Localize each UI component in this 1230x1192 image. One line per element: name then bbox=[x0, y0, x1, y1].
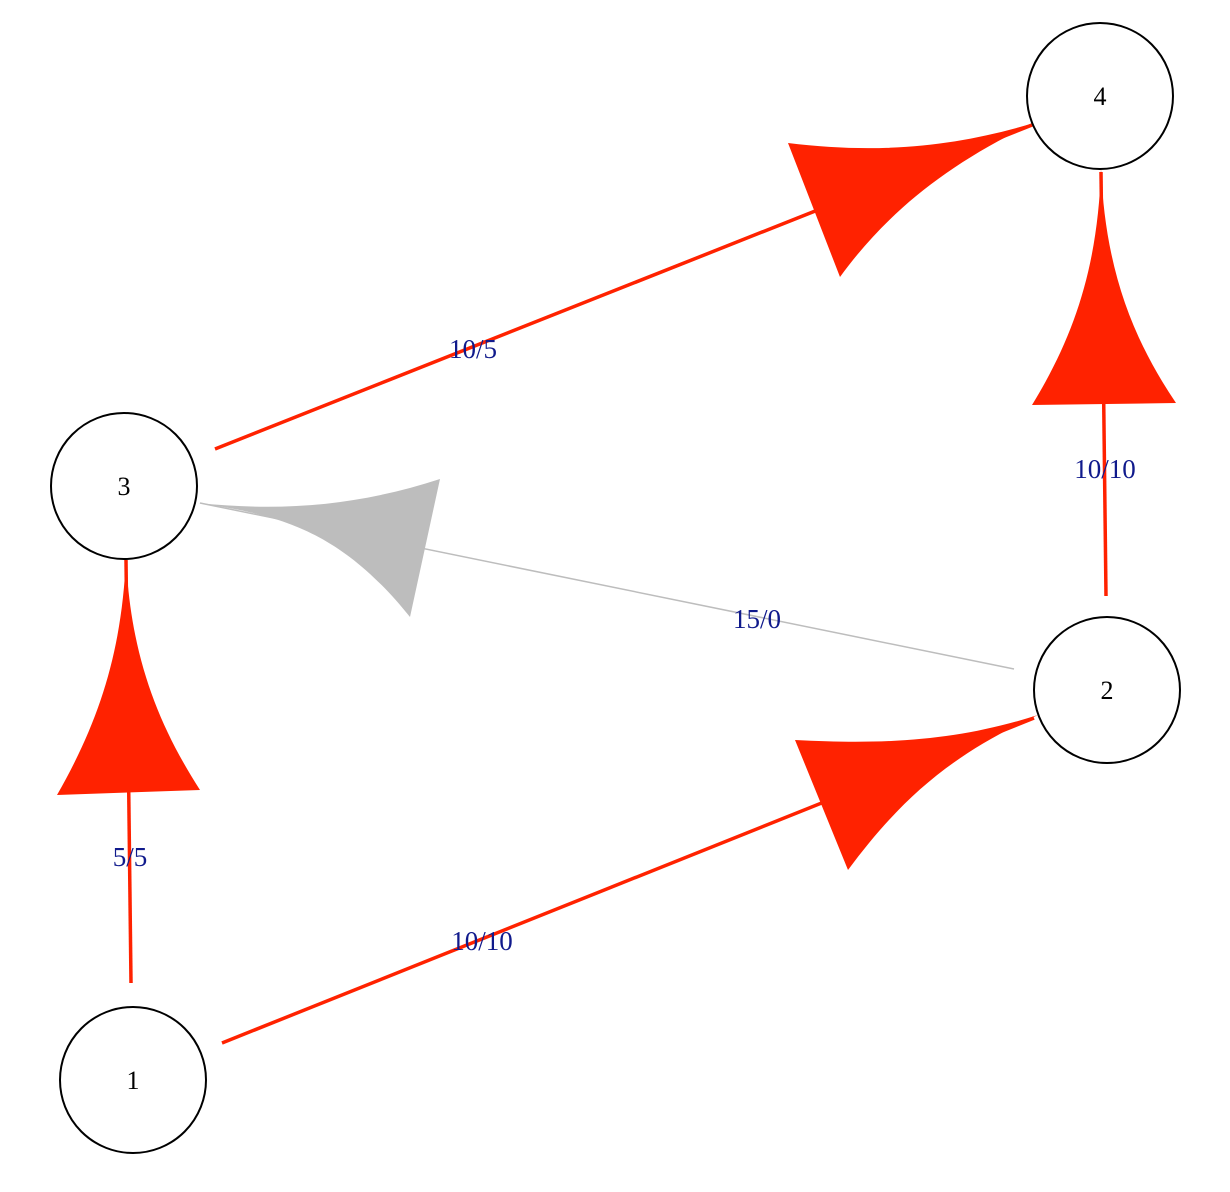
node-circle bbox=[59, 1006, 207, 1154]
edge-label: 15/0 bbox=[733, 604, 781, 634]
arrowhead bbox=[788, 123, 1034, 277]
edge-3-to-4: 10/5 bbox=[214, 123, 1034, 451]
node-label: 2 bbox=[1101, 676, 1114, 705]
node-circle bbox=[50, 412, 198, 560]
edge-label: 10/10 bbox=[1074, 454, 1136, 484]
arrowhead bbox=[198, 479, 440, 617]
node-label: 1 bbox=[127, 1066, 140, 1095]
node-1: 1 bbox=[59, 1006, 207, 1154]
node-label: 4 bbox=[1094, 82, 1107, 111]
node-3: 3 bbox=[50, 412, 198, 560]
edge-1-to-2: 10/10 bbox=[221, 715, 1038, 1045]
node-circle bbox=[1033, 616, 1181, 764]
edge-2-to-3: 15/0 bbox=[198, 479, 1015, 670]
arrowhead bbox=[795, 715, 1038, 870]
arrowhead bbox=[1032, 168, 1176, 405]
edge-label: 5/5 bbox=[113, 842, 148, 872]
arrowhead bbox=[57, 557, 200, 795]
node-circle bbox=[1026, 22, 1174, 170]
edge-2-to-4: 10/10 bbox=[1032, 168, 1176, 597]
edge-label: 10/10 bbox=[451, 926, 513, 956]
edge-1-to-3: 5/5 bbox=[57, 557, 200, 984]
node-4: 4 bbox=[1026, 22, 1174, 170]
node-label: 3 bbox=[118, 472, 131, 501]
node-2: 2 bbox=[1033, 616, 1181, 764]
edge-label: 10/5 bbox=[449, 334, 497, 364]
